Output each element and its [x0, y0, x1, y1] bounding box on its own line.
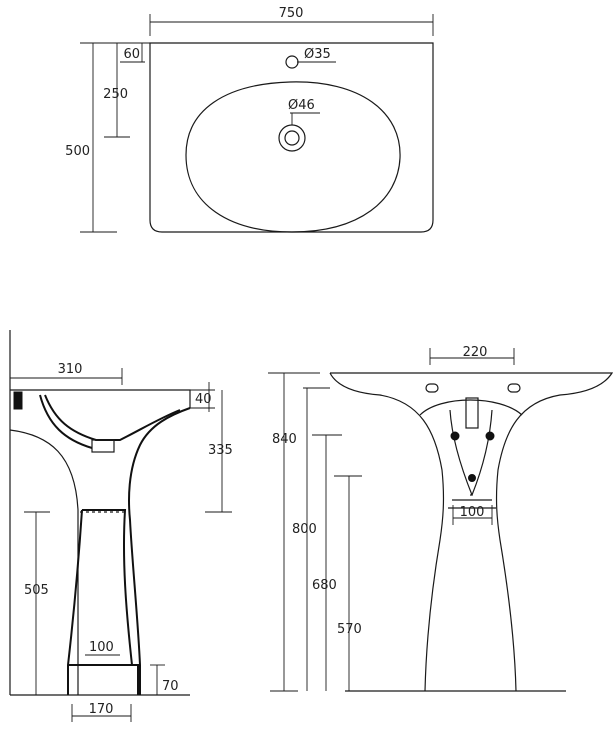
waste-outlet — [91, 439, 115, 453]
wall-bracket — [13, 391, 23, 410]
depth-label: 500 — [65, 144, 90, 159]
basin-front-right — [330, 372, 614, 692]
tap-hole-label: Ø35 — [304, 47, 331, 62]
bowl-outline — [185, 81, 401, 233]
basin-rim-side — [10, 389, 191, 408]
width-label: 750 — [279, 6, 304, 21]
front-view: 220 840 800 680 570 100 — [268, 345, 614, 692]
height-680-label: 680 — [312, 578, 337, 593]
base-height-label: 70 — [162, 679, 179, 694]
drain-outer — [278, 124, 306, 152]
top-view: 750 500 250 60 Ø35 Ø46 — [65, 6, 434, 233]
bowl-front — [419, 399, 523, 416]
tap-offset-label: 60 — [123, 47, 140, 62]
mount-height-label: 505 — [24, 583, 49, 598]
fixing-distance-label: 220 — [463, 345, 488, 360]
base-width-label: 170 — [89, 702, 114, 717]
left-tap-slot — [425, 383, 439, 393]
pedestal-right — [82, 509, 133, 666]
basin-outer-profile — [128, 407, 191, 695]
wall-curve — [9, 429, 79, 695]
side-view: 310 40 335 505 100 70 170 — [9, 330, 233, 722]
total-height-label: 840 — [272, 432, 297, 447]
pedestal-left — [67, 509, 83, 695]
siphon-drain — [468, 474, 476, 482]
tap-hole — [285, 55, 299, 69]
pedestal-opening-label: 100 — [460, 505, 485, 520]
height-800-label: 800 — [292, 522, 317, 537]
left-fixing — [450, 431, 460, 441]
projection-label: 310 — [58, 362, 83, 377]
bowl-depth-label: 335 — [208, 443, 233, 458]
bowl-inner-profile — [44, 394, 181, 441]
drain-inner — [284, 130, 300, 146]
height-570-label: 570 — [337, 622, 362, 637]
right-tap-slot — [507, 383, 521, 393]
base-opening-label: 100 — [89, 640, 114, 655]
basin-top-outline — [149, 42, 434, 233]
rim-height-label: 40 — [195, 392, 212, 407]
bowl-offset-label: 250 — [103, 87, 128, 102]
right-fixing — [485, 431, 495, 441]
drain-hole-label: Ø46 — [288, 98, 315, 113]
basin-front-left — [329, 372, 445, 692]
siphon-pipe — [465, 397, 479, 429]
